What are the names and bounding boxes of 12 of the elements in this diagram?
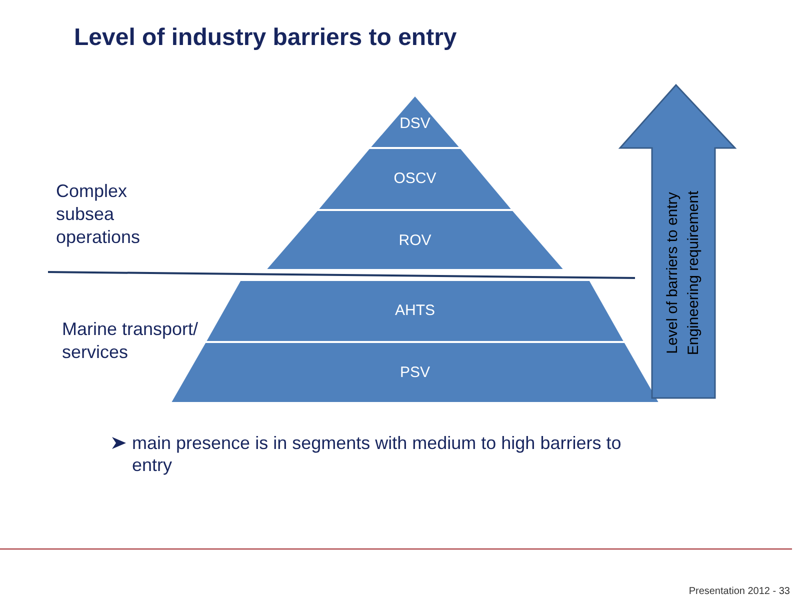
segment-label: Complex subsea operations: [56, 180, 142, 249]
tier-label: DSV: [400, 115, 430, 132]
tier-label: ROV: [398, 232, 432, 249]
footer-text: Presentation 2012 - 33: [688, 585, 790, 599]
tier-label: OSCV: [394, 170, 436, 187]
tier-label: AHTS: [394, 302, 435, 319]
slide-title: Level of industry barriers to entry: [74, 24, 457, 52]
arrow-label: Engineering requirement: [684, 190, 703, 356]
tier-label: PSV: [400, 364, 430, 381]
bullet-text: main presence is in segments with medium to high barriers to entry: [132, 432, 622, 476]
arrow-label: Level of barriers to entry: [663, 191, 682, 356]
segment-label: Marine transport/ services: [62, 318, 200, 364]
